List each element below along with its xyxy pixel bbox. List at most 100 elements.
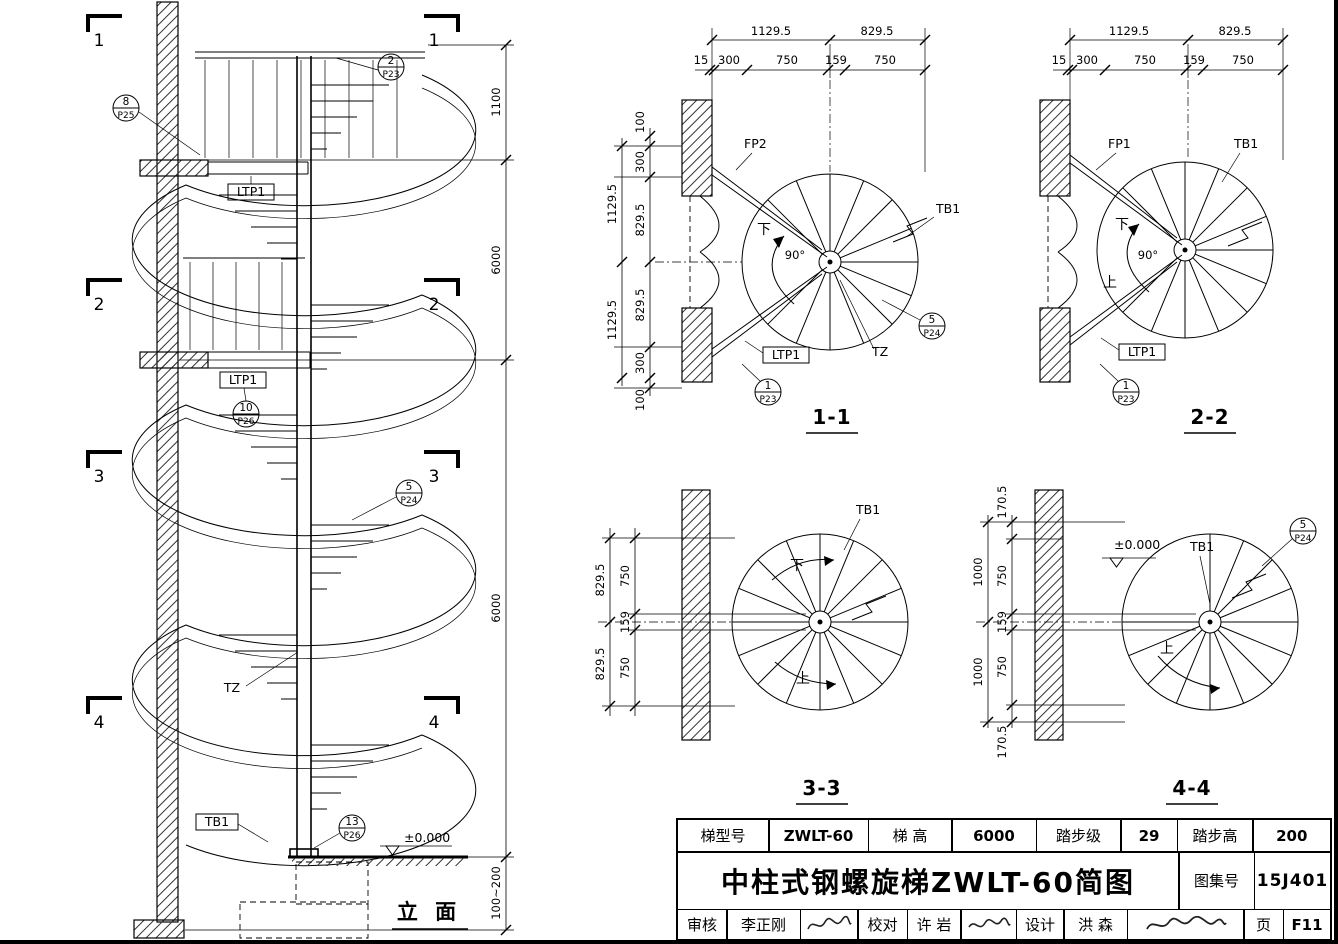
ref-num: 5 [929, 314, 936, 326]
section-markers: 1 1 2 2 3 3 4 4 [86, 14, 460, 733]
plan-4-4-title: 4-4 [1172, 776, 1211, 800]
up-label: 上 [1160, 641, 1174, 657]
reviewer-name: 李正刚 [727, 910, 800, 939]
ref-num: 1 [765, 380, 772, 392]
elevation-refs: 8 P25 2 P23 10 P26 5 P24 13 P26 [112, 53, 423, 849]
riser-height-label: 踏步高 [1178, 820, 1252, 851]
riser-height-value: 200 [1253, 820, 1330, 851]
ltp1-label: LTP1 [772, 347, 800, 362]
step-count-label: 踏步级 [1037, 820, 1120, 851]
section-mark-2-right: 2 [429, 295, 440, 315]
dim: 159 [995, 611, 1009, 633]
drawing-title: 中柱式钢螺旋梯ZWLT-60简图 [678, 852, 1178, 909]
ref-page: P25 [118, 111, 135, 121]
fp2-label: FP2 [744, 136, 767, 151]
section-mark-3-right: 3 [429, 467, 440, 487]
checker-name: 许 岩 [908, 910, 960, 939]
ref-page: P26 [344, 831, 361, 841]
up-label: 上 [796, 671, 810, 687]
ref-8-p25: 8 P25 [112, 94, 201, 156]
dim: 750 [1134, 53, 1156, 67]
dim: 829.5 [1219, 24, 1252, 38]
elevation-labels: LTP1 LTP1 TZ TB1 ±0.000 [195, 176, 452, 856]
section-mark-3-left: 3 [94, 467, 105, 487]
section-mark-4-left: 4 [94, 713, 105, 733]
step-count-value: 29 [1121, 820, 1177, 851]
tz-label: TZ [871, 344, 888, 359]
section-mark-1-left: 1 [94, 31, 105, 51]
angle-label: 90° [785, 248, 805, 262]
dim: 300 [718, 53, 740, 67]
plan-3-3: 829.5 829.5 750 159 750 TB1 下 上 3-3 [593, 489, 908, 805]
ref-5-p24: 5 P24 [881, 299, 946, 340]
ref-13-p26: 13 P26 [313, 814, 366, 849]
ref-num: 8 [123, 96, 130, 108]
dim: 300 [633, 352, 647, 374]
helix-rails [131, 74, 477, 867]
designer-name: 洪 森 [1064, 910, 1127, 939]
plan44-left-dims: 1000 1000 170.5 750 159 750 170.5 [971, 486, 1196, 759]
down-label: 下 [790, 558, 804, 574]
page-value: F11 [1284, 910, 1330, 939]
dim: 750 [995, 565, 1009, 587]
ref-1-p23: 1 P23 [1099, 363, 1140, 406]
ref-num: 5 [406, 481, 413, 493]
ref-num: 13 [345, 816, 358, 828]
checker-label: 校对 [858, 910, 907, 939]
ref-2-p23: 2 P23 [335, 53, 405, 81]
ref-num: 5 [1300, 519, 1307, 531]
page-label: 页 [1244, 910, 1283, 939]
designer-label: 设计 [1017, 910, 1063, 939]
dim: 750 [776, 53, 798, 67]
level-label: ±0.000 [404, 830, 450, 845]
ref-page: P24 [401, 496, 418, 506]
dim: 829.5 [633, 204, 647, 237]
ref-num: 1 [1123, 380, 1130, 392]
mid-railing [183, 257, 305, 350]
fp1-label: FP1 [1108, 136, 1131, 151]
ref-num: 10 [239, 402, 252, 414]
elevation-dimensions: 1100 6000 6000 100~200 [180, 39, 514, 936]
stair-model-label: 梯型号 [678, 820, 768, 851]
stair-model-value: ZWLT-60 [769, 820, 868, 851]
dim: 1129.5 [751, 24, 791, 38]
dim: 170.5 [995, 726, 1009, 759]
title-block: 梯型号 ZWLT-60 梯 高 6000 踏步级 29 踏步高 200 中柱式钢… [676, 818, 1332, 940]
dim: 100 [633, 111, 647, 133]
ref-5-p24: 5 P24 [1261, 517, 1317, 567]
dim: 829.5 [861, 24, 894, 38]
tz-label: TZ [223, 680, 240, 695]
plan22-top-dims: 1129.5 829.5 15 300 750 159 750 [1052, 24, 1289, 160]
dim: 750 [618, 565, 632, 587]
signature-scribble [1145, 915, 1227, 929]
angle-label: 90° [1138, 248, 1158, 262]
dim: 829.5 [593, 648, 607, 681]
ref-page: P23 [383, 70, 400, 80]
ref-page: P24 [924, 329, 941, 339]
tb1-label: TB1 [1233, 136, 1258, 151]
elevation-title: 立 面 [397, 900, 461, 924]
dim: 159 [618, 611, 632, 633]
dim: 15 [694, 53, 709, 67]
stair-height-label: 梯 高 [869, 820, 951, 851]
level-label: ±0.000 [1114, 537, 1160, 552]
tb1-label: TB1 [204, 814, 229, 829]
atlas-number-value: 15J401 [1255, 852, 1330, 909]
plan-2-2: 1129.5 829.5 15 300 750 159 750 FP1 TB1 … [1039, 24, 1289, 434]
ref-page: P26 [238, 417, 255, 427]
reviewer-signature [801, 910, 857, 939]
ltp1-label: LTP1 [1128, 344, 1156, 359]
plan11-top-dims: 1129.5 829.5 15 300 750 159 750 [694, 24, 931, 172]
dim: 300 [1076, 53, 1098, 67]
atlas-number-label: 图集号 [1179, 852, 1254, 909]
ref-10-p26: 10 P26 [232, 387, 260, 428]
dim: 1129.5 [605, 300, 619, 340]
dim-1100: 1100 [489, 87, 503, 116]
dim: 750 [1232, 53, 1254, 67]
ref-num: 2 [388, 55, 395, 67]
reviewer-label: 审核 [678, 910, 726, 939]
dim: 159 [1183, 53, 1205, 67]
ref-1-p23: 1 P23 [741, 363, 782, 406]
